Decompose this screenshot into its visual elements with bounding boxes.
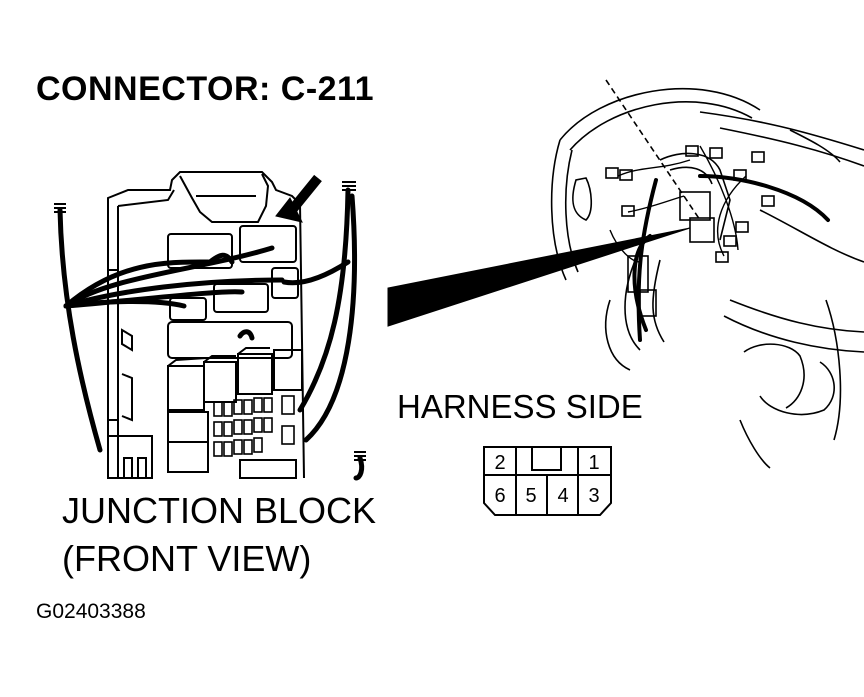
callout-wedge — [387, 227, 691, 327]
pin-label-2: 2 — [494, 452, 505, 474]
junction-block-label: JUNCTION BLOCK — [62, 490, 377, 531]
figure-code: G02403388 — [36, 600, 146, 623]
pin-label-3: 3 — [588, 485, 599, 507]
front-view-label: (FRONT VIEW) — [62, 538, 312, 579]
pin-label-6: 6 — [494, 485, 505, 507]
pin-label-4: 4 — [557, 485, 568, 507]
pin-label-5: 5 — [525, 485, 536, 507]
connector-face — [483, 446, 612, 516]
dash-wire-harness — [632, 174, 830, 342]
harness-side-label: HARNESS SIDE — [397, 388, 643, 425]
connector-pointer-arrow — [275, 174, 322, 223]
diagram-title: CONNECTOR: C-211 — [36, 70, 374, 108]
junction-block-illustration — [107, 171, 305, 479]
pin-label-1: 1 — [588, 452, 599, 474]
junction-wire-bundle — [57, 187, 365, 481]
